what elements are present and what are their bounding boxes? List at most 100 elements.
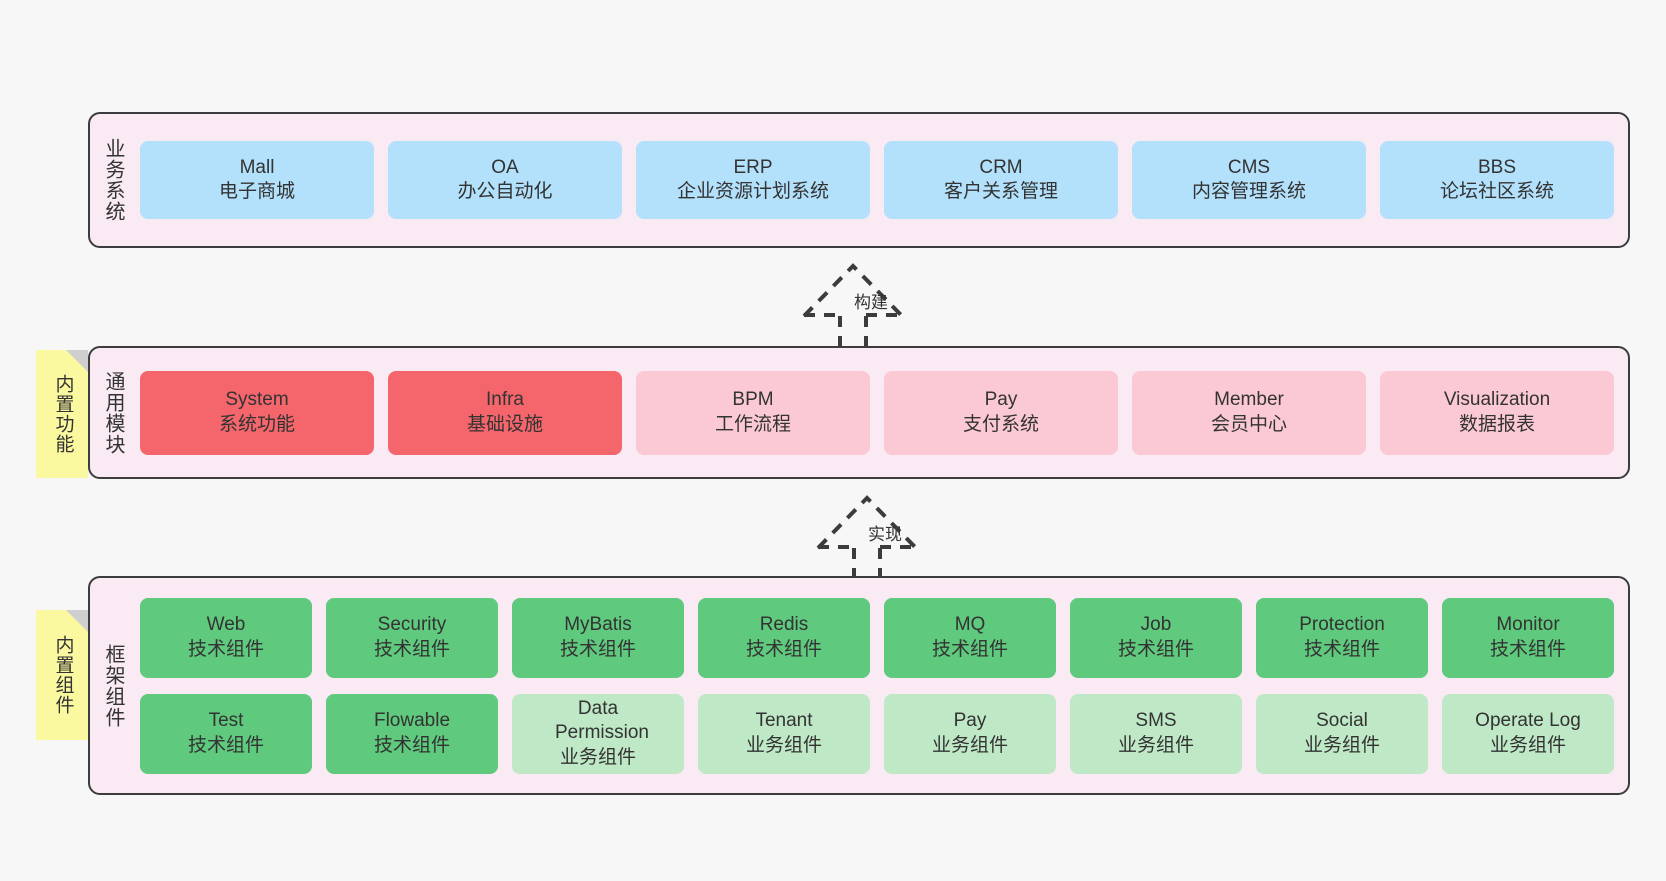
card-job-title: Job xyxy=(1140,614,1172,636)
card-job[interactable]: Job 技术组件 xyxy=(1070,597,1242,678)
card-member-subtitle: 会员中心 xyxy=(1210,413,1287,435)
card-pay-component-subtitle: 业务组件 xyxy=(931,734,1008,756)
card-erp-subtitle: 企业资源计划系统 xyxy=(676,181,829,202)
card-mall-title: Mall xyxy=(239,156,275,178)
note-builtin-components: 内置组件 xyxy=(36,610,88,740)
card-sms-subtitle: 业务组件 xyxy=(1117,734,1194,756)
card-visualization-title: Visualization xyxy=(1443,389,1551,411)
connector-build: 构建 xyxy=(762,258,922,354)
card-cms-title: CMS xyxy=(1227,156,1271,178)
note-builtin-features-label: 内置功能 xyxy=(52,374,74,454)
card-mq[interactable]: MQ 技术组件 xyxy=(884,597,1056,678)
card-bbs-title: BBS xyxy=(1477,156,1517,178)
card-test[interactable]: Test 技术组件 xyxy=(140,693,312,774)
connector-implement-label: 实现 xyxy=(868,525,902,544)
card-redis[interactable]: Redis 技术组件 xyxy=(698,597,870,678)
card-pay-module-subtitle: 支付系统 xyxy=(962,413,1039,435)
card-bpm-title: BPM xyxy=(732,389,774,411)
card-erp[interactable]: ERP 企业资源计划系统 xyxy=(636,141,870,219)
card-crm[interactable]: CRM 客户关系管理 xyxy=(884,141,1118,219)
card-tenant-title: Tenant xyxy=(755,710,813,732)
card-security-title: Security xyxy=(377,614,447,636)
layer-title-common-modules: 通用模块 xyxy=(102,370,124,455)
layer-title-framework-components: 框架组件 xyxy=(102,643,124,728)
card-social[interactable]: Social 业务组件 xyxy=(1256,693,1428,774)
card-member-title: Member xyxy=(1214,389,1284,411)
card-bpm-subtitle: 工作流程 xyxy=(714,413,791,435)
common-modules-row: System 系统功能 Infra 基础设施 BPM 工作流程 Pay 支付系统… xyxy=(140,370,1614,455)
card-mybatis-subtitle: 技术组件 xyxy=(559,638,636,660)
card-mall-subtitle: 电子商城 xyxy=(218,181,295,202)
card-flowable-title: Flowable xyxy=(373,710,451,732)
card-web-title: Web xyxy=(206,614,246,636)
card-oa[interactable]: OA 办公自动化 xyxy=(388,141,622,219)
framework-row-business: Test 技术组件 Flowable 技术组件 Data Permission … xyxy=(140,693,1614,774)
note-builtin-features: 内置功能 xyxy=(36,350,88,478)
card-sms[interactable]: SMS 业务组件 xyxy=(1070,693,1242,774)
card-pay-component-title: Pay xyxy=(953,710,987,732)
connector-build-arrow xyxy=(802,263,904,352)
connector-implement-arrow xyxy=(816,495,918,584)
card-crm-subtitle: 客户关系管理 xyxy=(943,181,1058,202)
layer-common-modules: 通用模块 System 系统功能 Infra 基础设施 BPM 工作流程 Pay xyxy=(88,346,1630,479)
connector-build-label: 构建 xyxy=(854,293,888,312)
card-erp-title: ERP xyxy=(733,156,773,178)
card-sms-title: SMS xyxy=(1135,710,1177,732)
card-protection-title: Protection xyxy=(1299,614,1385,636)
card-data-permission[interactable]: Data Permission 业务组件 xyxy=(512,693,684,774)
card-mall[interactable]: Mall 电子商城 xyxy=(140,141,374,219)
note-builtin-components-label: 内置组件 xyxy=(52,635,74,715)
card-web-subtitle: 技术组件 xyxy=(187,638,264,660)
card-visualization-subtitle: 数据报表 xyxy=(1458,413,1535,435)
card-operate-log-subtitle: 业务组件 xyxy=(1489,734,1566,756)
card-security[interactable]: Security 技术组件 xyxy=(326,597,498,678)
card-web[interactable]: Web 技术组件 xyxy=(140,597,312,678)
card-monitor-subtitle: 技术组件 xyxy=(1489,638,1566,660)
card-pay-component[interactable]: Pay 业务组件 xyxy=(884,693,1056,774)
card-cms[interactable]: CMS 内容管理系统 xyxy=(1132,141,1366,219)
card-monitor[interactable]: Monitor 技术组件 xyxy=(1442,597,1614,678)
card-mybatis-title: MyBatis xyxy=(564,614,632,636)
card-test-subtitle: 技术组件 xyxy=(187,734,264,756)
layer-framework-components: 框架组件 Web 技术组件 Security 技术组件 MyBatis 技术组件 xyxy=(88,576,1630,795)
card-oa-subtitle: 办公自动化 xyxy=(457,181,553,202)
business-systems-row: Mall 电子商城 OA 办公自动化 ERP 企业资源计划系统 CRM 客户关系… xyxy=(140,141,1614,219)
card-protection-subtitle: 技术组件 xyxy=(1303,638,1380,660)
card-tenant[interactable]: Tenant 业务组件 xyxy=(698,693,870,774)
card-social-title: Social xyxy=(1316,710,1368,732)
card-monitor-title: Monitor xyxy=(1496,614,1560,636)
card-system-subtitle: 系统功能 xyxy=(218,413,295,435)
layer-title-business-systems: 业务系统 xyxy=(102,138,124,222)
card-system[interactable]: System 系统功能 xyxy=(140,370,374,455)
card-flowable[interactable]: Flowable 技术组件 xyxy=(326,693,498,774)
card-tenant-subtitle: 业务组件 xyxy=(745,734,822,756)
card-mq-title: MQ xyxy=(954,614,986,636)
card-bpm[interactable]: BPM 工作流程 xyxy=(636,370,870,455)
card-oa-title: OA xyxy=(491,156,519,178)
card-operate-log[interactable]: Operate Log 业务组件 xyxy=(1442,693,1614,774)
card-test-title: Test xyxy=(208,710,244,732)
card-infra-title: Infra xyxy=(485,389,525,411)
card-mq-subtitle: 技术组件 xyxy=(931,638,1008,660)
card-bbs[interactable]: BBS 论坛社区系统 xyxy=(1380,141,1614,219)
card-redis-subtitle: 技术组件 xyxy=(745,638,822,660)
card-visualization[interactable]: Visualization 数据报表 xyxy=(1380,370,1614,455)
layer-business-systems: 业务系统 Mall 电子商城 OA 办公自动化 ERP 企业资源计划系统 CRM xyxy=(88,112,1630,248)
card-system-title: System xyxy=(225,389,289,411)
framework-components-grid: Web 技术组件 Security 技术组件 MyBatis 技术组件 Redi… xyxy=(140,584,1614,788)
layer-body-business-systems: Mall 电子商城 OA 办公自动化 ERP 企业资源计划系统 CRM 客户关系… xyxy=(136,114,1628,246)
card-crm-title: CRM xyxy=(979,156,1023,178)
card-redis-title: Redis xyxy=(759,614,809,636)
card-flowable-subtitle: 技术组件 xyxy=(373,734,450,756)
layer-body-framework-components: Web 技术组件 Security 技术组件 MyBatis 技术组件 Redi… xyxy=(136,578,1628,793)
card-operate-log-title: Operate Log xyxy=(1475,710,1581,732)
card-member[interactable]: Member 会员中心 xyxy=(1132,370,1366,455)
card-protection[interactable]: Protection 技术组件 xyxy=(1256,597,1428,678)
card-data-permission-subtitle: 业务组件 xyxy=(559,746,636,768)
card-mybatis[interactable]: MyBatis 技术组件 xyxy=(512,597,684,678)
card-pay-module[interactable]: Pay 支付系统 xyxy=(884,370,1118,455)
card-job-subtitle: 技术组件 xyxy=(1117,638,1194,660)
card-data-permission-title: Data Permission xyxy=(555,698,649,744)
card-infra[interactable]: Infra 基础设施 xyxy=(388,370,622,455)
